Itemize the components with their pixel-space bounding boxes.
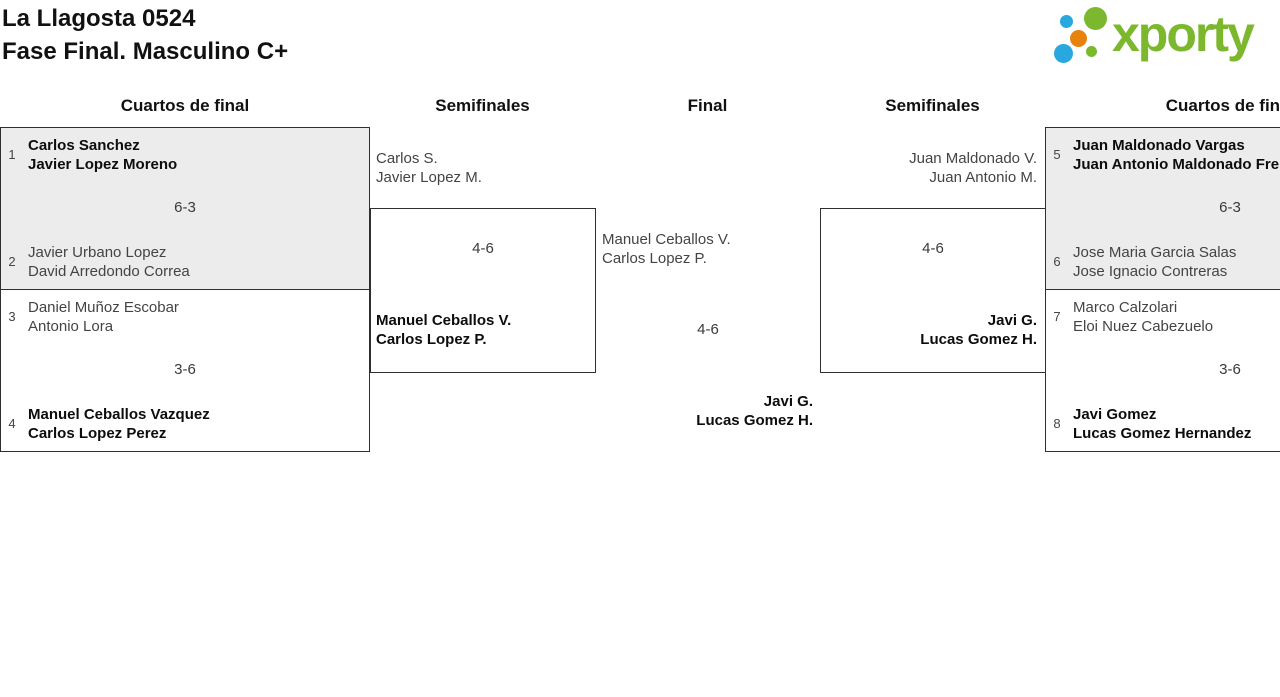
round-header-sf-right: Semifinales: [885, 96, 980, 115]
player-name: Carlos Lopez P.: [376, 331, 487, 348]
logo-dot-blue-small-icon: [1060, 15, 1073, 28]
player-name: Marco Calzolari: [1073, 299, 1178, 316]
team-names: Juan Maldonado V. Juan Antonio M.: [820, 149, 1037, 187]
player-name: Jose Ignacio Contreras: [1073, 263, 1228, 280]
logo-wordmark: xporty: [1112, 6, 1255, 62]
seed-number: 4: [8, 416, 16, 431]
player-name: Lucas Gomez H.: [920, 331, 1037, 348]
team-names: Marco Calzolari Eloi Nuez Cabezuelo: [1073, 298, 1213, 336]
round-header-sf-left: Semifinales: [435, 96, 530, 115]
player-name: Manuel Ceballos Vazquez: [28, 406, 210, 423]
team-names: Manuel Ceballos Vazquez Carlos Lopez Per…: [28, 405, 210, 443]
match-score: 4-6: [472, 240, 494, 257]
round-header-qf-left: Cuartos de final: [120, 96, 250, 115]
team-names: Javi Gomez Lucas Gomez Hernandez: [1073, 405, 1251, 443]
seed-number: 2: [8, 254, 16, 269]
team-names: Carlos S. Javier Lopez M.: [376, 149, 482, 187]
player-name: Juan Antonio Maldonado Fre: [1073, 156, 1280, 173]
player-name: Javi Gomez: [1073, 406, 1157, 423]
match-score: 3-6: [174, 361, 196, 378]
player-name: Carlos S.: [376, 150, 438, 167]
player-name: Javier Urbano Lopez: [28, 244, 167, 261]
round-header-final: Final: [687, 96, 728, 115]
team-names: Manuel Ceballos V. Carlos Lopez P.: [602, 230, 731, 268]
player-name: David Arredondo Correa: [28, 263, 190, 280]
player-name: Javi G.: [987, 312, 1037, 329]
team-names: Juan Maldonado Vargas Juan Antonio Maldo…: [1073, 136, 1279, 174]
team-names: Manuel Ceballos V. Carlos Lopez P.: [376, 311, 511, 349]
phase-title: Fase Final. Masculino C+: [2, 38, 289, 65]
player-name: Lucas Gomez H.: [696, 412, 813, 429]
seed-number: 6: [1053, 254, 1061, 269]
player-name: Javi G.: [763, 393, 813, 410]
match-box-sf-left: [370, 208, 596, 373]
player-name: Carlos Lopez Perez: [28, 425, 167, 442]
player-name: Lucas Gomez Hernandez: [1073, 425, 1252, 442]
seed-number: 1: [8, 147, 16, 162]
match-box-qf-left-2: [0, 289, 370, 452]
player-name: Manuel Ceballos V.: [376, 312, 512, 329]
logo-dot-green-small-icon: [1086, 46, 1097, 57]
match-score: 6-3: [1219, 199, 1241, 216]
player-name: Carlos Sanchez: [28, 137, 140, 154]
page-title: La Llagosta 0524 Fase Final. Masculino C…: [2, 2, 288, 68]
player-name: Juan Antonio M.: [929, 169, 1037, 186]
match-score: 4-6: [922, 240, 944, 257]
match-box-sf-right: [820, 208, 1046, 373]
match-box-qf-right-1: [1045, 127, 1280, 290]
player-name: Antonio Lora: [28, 318, 114, 335]
team-names: Javi G. Lucas Gomez H.: [820, 311, 1037, 349]
player-name: Eloi Nuez Cabezuelo: [1073, 318, 1214, 335]
match-score: 6-3: [174, 199, 196, 216]
round-header-qf-right: Cuartos de final: [1165, 96, 1280, 115]
seed-number: 7: [1053, 309, 1061, 324]
player-name: Daniel Muñoz Escobar: [28, 299, 179, 316]
logo-dot-blue-large-icon: [1054, 44, 1073, 63]
player-name: Javier Lopez Moreno: [28, 156, 178, 173]
team-names: Jose Maria Garcia Salas Jose Ignacio Con…: [1073, 243, 1236, 281]
match-box-qf-right-2: [1045, 289, 1280, 452]
team-names: Javier Urbano Lopez David Arredondo Corr…: [28, 243, 190, 281]
player-name: Juan Maldonado V.: [909, 150, 1037, 167]
team-names: Carlos Sanchez Javier Lopez Moreno: [28, 136, 177, 174]
team-names: Daniel Muñoz Escobar Antonio Lora: [28, 298, 179, 336]
seed-number: 8: [1053, 416, 1061, 431]
team-names: Javi G. Lucas Gomez H.: [600, 392, 813, 430]
logo-dot-orange-icon: [1070, 30, 1087, 47]
seed-number: 3: [8, 309, 16, 324]
player-name: Javier Lopez M.: [376, 169, 482, 186]
match-score: 4-6: [697, 321, 719, 338]
player-name: Manuel Ceballos V.: [602, 231, 731, 248]
seed-number: 5: [1053, 147, 1061, 162]
player-name: Juan Maldonado Vargas: [1073, 137, 1245, 154]
logo-dot-green-large-icon: [1084, 7, 1107, 30]
player-name: Carlos Lopez P.: [602, 250, 707, 267]
match-score: 3-6: [1219, 361, 1241, 378]
tournament-title: La Llagosta 0524: [2, 5, 196, 32]
player-name: Jose Maria Garcia Salas: [1073, 244, 1237, 261]
